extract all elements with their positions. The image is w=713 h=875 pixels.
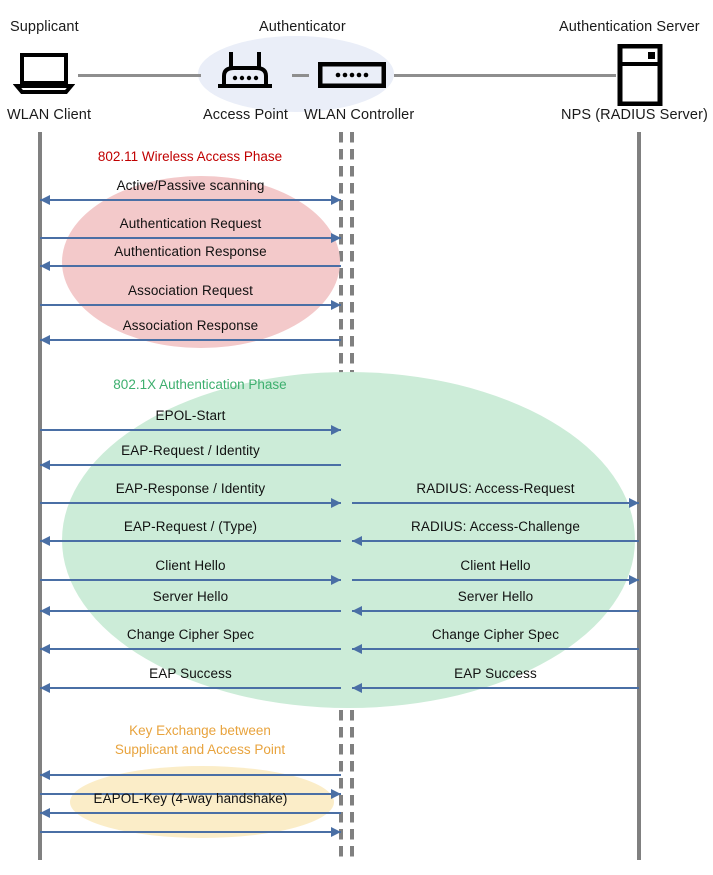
message-left-1-label: Authentication Request [119,216,262,231]
message-left-6-arrowhead-left [40,459,50,470]
message-left-3-line [40,304,341,306]
message-left-5-line [40,429,341,431]
message-keyexchange-0-arrowhead-left [40,769,50,780]
message-left-9-arrowhead-right [331,574,341,585]
message-right-4-label: Change Cipher Spec [431,627,560,642]
message-left-11-label: Change Cipher Spec [126,627,255,642]
message-right-2-arrowhead-right [629,574,639,585]
message-left-0-arrowhead-right [331,194,341,205]
message-left-5-arrowhead-right [331,424,341,435]
message-left-8-label: EAP-Request / (Type) [123,519,258,534]
message-left-12-arrowhead-left [40,682,50,693]
actor-role-authenticator: Authenticator [259,19,346,35]
message-keyexchange-2-arrowhead-left [40,807,50,818]
link-controller-to-server [394,74,616,77]
message-left-10-arrowhead-left [40,605,50,616]
phase-label-dot1x: 802.1X Authentication Phase [113,377,287,392]
message-left-7-label: EAP-Response / Identity [115,481,266,496]
message-right-3-line [352,610,639,612]
message-left-6-label: EAP-Request / Identity [121,443,260,458]
message-right-4-line [352,648,639,650]
message-keyexchange-1-line [40,793,341,795]
message-left-6-line [40,464,341,466]
message-keyexchange-2-label: EAPOL-Key (4-way handshake) [93,791,288,806]
server-tower-icon [617,43,663,111]
message-left-8-line [40,540,341,542]
message-left-0-line [40,199,341,201]
message-left-3-label: Association Request [128,283,253,298]
message-right-2-label: Client Hello [460,558,531,573]
laptop-icon [12,52,76,101]
message-keyexchange-1-arrowhead-right [331,788,341,799]
message-right-5-label: EAP Success [454,666,537,681]
message-left-1-line [40,237,341,239]
message-left-9-label: Client Hello [155,558,226,573]
message-left-11-arrowhead-left [40,643,50,654]
message-keyexchange-0-line [40,774,341,776]
message-right-2-line [352,579,639,581]
message-left-8-arrowhead-left [40,535,50,546]
phase-label-wireless-access: 802.11 Wireless Access Phase [97,149,283,164]
actor-device-nps: NPS (RADIUS Server) [561,107,708,123]
actor-device-wlan-controller: WLAN Controller [304,107,415,123]
message-left-7-line [40,502,341,504]
message-left-2-arrowhead-left [40,260,50,271]
message-left-9-line [40,579,341,581]
message-left-10-label: Server Hello [152,589,229,604]
message-left-3-arrowhead-right [331,299,341,310]
message-right-1-label: RADIUS: Access-Challenge [411,519,580,534]
message-right-5-arrowhead-left [352,682,362,693]
message-left-4-line [40,339,341,341]
message-right-4-arrowhead-left [352,643,362,654]
link-client-to-ap [78,74,201,77]
message-right-0-label: RADIUS: Access-Request [416,481,575,496]
actor-device-access-point: Access Point [203,107,289,123]
message-left-7-arrowhead-right [331,497,341,508]
message-left-0-arrowhead-left [40,194,50,205]
message-keyexchange-3-line [40,831,341,833]
message-keyexchange-2-line [40,812,341,814]
message-right-0-arrowhead-right [629,497,639,508]
actor-role-supplicant: Supplicant [10,19,79,35]
phase-label-key-exchange-line1: Key Exchange between [129,723,271,738]
phase-blob-key-exchange [70,766,334,838]
message-left-2-label: Authentication Response [114,244,267,259]
wireless-router-icon [216,50,274,101]
message-left-0-label: Active/Passive scanning [116,178,265,193]
message-right-1-arrowhead-left [352,535,362,546]
message-keyexchange-3-arrowhead-right [331,826,341,837]
message-right-3-arrowhead-left [352,605,362,616]
controller-box-icon [317,61,387,93]
message-left-5-label: EPOL-Start [155,408,226,423]
message-right-1-line [352,540,639,542]
message-left-2-line [40,265,341,267]
message-left-4-arrowhead-left [40,334,50,345]
link-ap-to-controller [292,74,309,77]
actor-role-auth-server: Authentication Server [559,19,700,35]
message-left-1-arrowhead-right [331,232,341,243]
message-left-4-label: Association Response [122,318,259,333]
message-right-0-line [352,502,639,504]
actor-device-supplicant: WLAN Client [7,107,92,123]
phase-blob-wireless-access [62,176,340,348]
message-left-12-label: EAP Success [149,666,232,681]
message-left-10-line [40,610,341,612]
message-left-12-line [40,687,341,689]
message-right-3-label: Server Hello [457,589,534,604]
lifeline-supplicant [38,132,42,860]
lifeline-auth-server [637,132,641,860]
message-left-11-line [40,648,341,650]
message-right-5-line [352,687,639,689]
phase-label-key-exchange-line2: Supplicant and Access Point [114,742,286,757]
